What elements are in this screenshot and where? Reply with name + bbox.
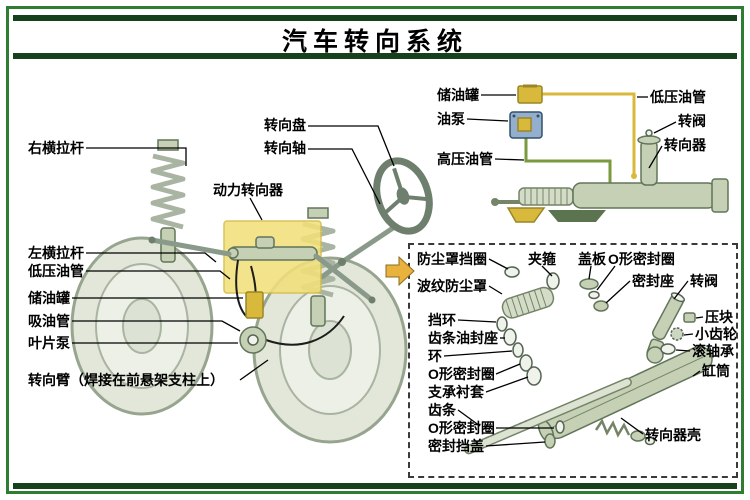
page-title: 汽车转向系统: [281, 28, 468, 56]
low-pressure-pipe-art: [542, 92, 636, 174]
cover-plate-art: [579, 278, 599, 290]
reservoir-schematic: [517, 85, 543, 104]
left-tie-rod-art: [313, 253, 375, 303]
pressure-block-art: [683, 312, 696, 323]
exploded-parts: [385, 255, 713, 455]
rotary-valve-art: [640, 140, 658, 186]
reservoir-art: [245, 291, 264, 319]
exploded-valve-art: [652, 292, 686, 341]
right-strut-mount: [307, 207, 329, 219]
title-underline-bar: [13, 53, 737, 59]
clamp-art: [546, 272, 560, 290]
gear-bellows-art: [518, 187, 574, 206]
power-steering-gear-art: [228, 246, 318, 261]
rack-art: [464, 377, 632, 455]
dust-ring-art: [504, 266, 520, 278]
leader-lines: [72, 94, 704, 447]
left-illustration: [70, 139, 433, 444]
exploded-view-arrow-icon: [385, 255, 415, 287]
exploded-bellows-art: [501, 286, 555, 319]
bearing-art: [660, 343, 676, 355]
high-pressure-pipe-art: [524, 138, 612, 183]
steering-wheel-art: [373, 157, 433, 235]
hydraulic-schematic: [491, 84, 729, 223]
right-tie-rod-art: [149, 237, 232, 257]
pinion-art: [670, 327, 684, 341]
bottom-bar: [13, 483, 737, 489]
top-bar: [13, 15, 737, 21]
left-strut-mount: [157, 139, 179, 151]
left-coil-spring: [150, 153, 186, 230]
small-spring-art: [594, 418, 631, 438]
seal-seat-art: [593, 300, 609, 312]
steering-gear-body-art: [572, 182, 717, 209]
